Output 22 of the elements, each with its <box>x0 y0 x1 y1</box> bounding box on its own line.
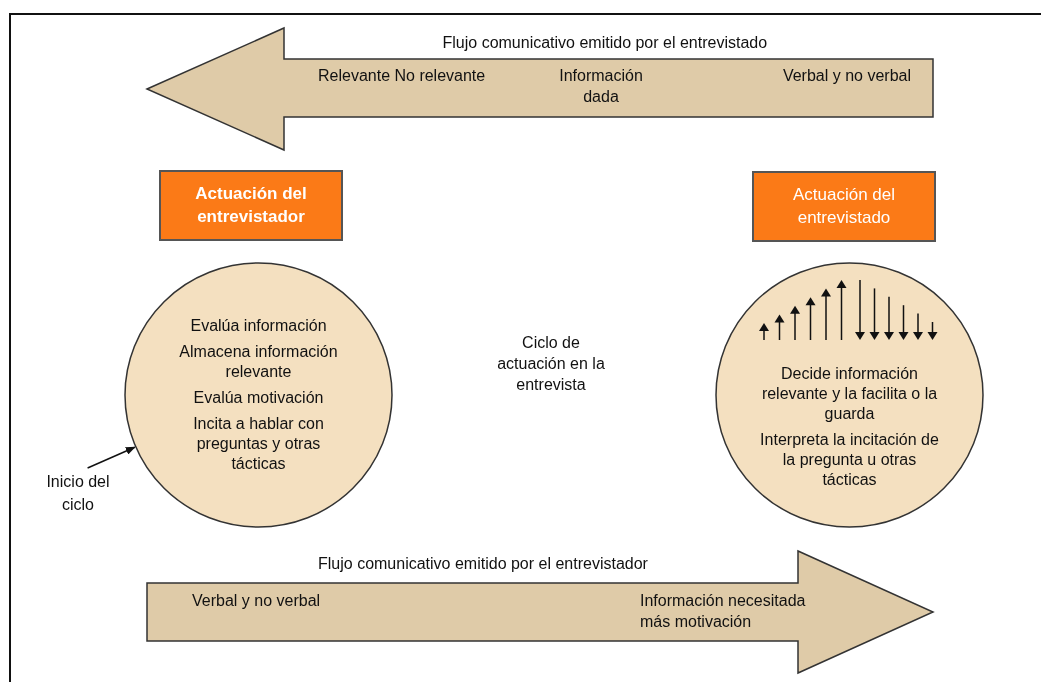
circle-text: Incita a hablar con preguntas y otras tácticas <box>192 414 325 474</box>
flow-label: Información dada <box>558 66 644 107</box>
role-title: Actuación del entrevistador <box>194 182 308 228</box>
cycle-label: Ciclo de actuación en la entrevista <box>496 333 606 395</box>
circle-text: Evalúa información <box>189 316 328 336</box>
arrow <box>86 446 136 469</box>
flow-arrow <box>147 28 933 150</box>
flow-label: Verbal y no verbal <box>192 591 322 611</box>
flow-label: Verbal y no verbal <box>781 66 911 86</box>
role-box <box>159 170 343 241</box>
circle-text: Evalúa motivación <box>192 388 325 408</box>
flow-label: Relevante No relevante <box>318 66 487 86</box>
circle-text: Decide información relevante y la facilita o la guarda <box>760 364 939 424</box>
role-box <box>752 171 936 242</box>
circle-text: Almacena información relevante <box>178 342 339 382</box>
flow-heading: Flujo comunicativo emitido por el entrevistado <box>442 33 768 53</box>
role-title: Actuación del entrevistado <box>791 183 897 229</box>
flow-arrow <box>147 551 933 673</box>
flow-heading: Flujo comunicativo emitido por el entrevistador <box>318 554 648 574</box>
flow-label: Información necesitada más motivación <box>640 591 807 632</box>
circle-text: Interpreta la incitación de la pregunta u otras tácticas <box>759 430 940 490</box>
start-label: Inicio del ciclo <box>45 472 111 516</box>
